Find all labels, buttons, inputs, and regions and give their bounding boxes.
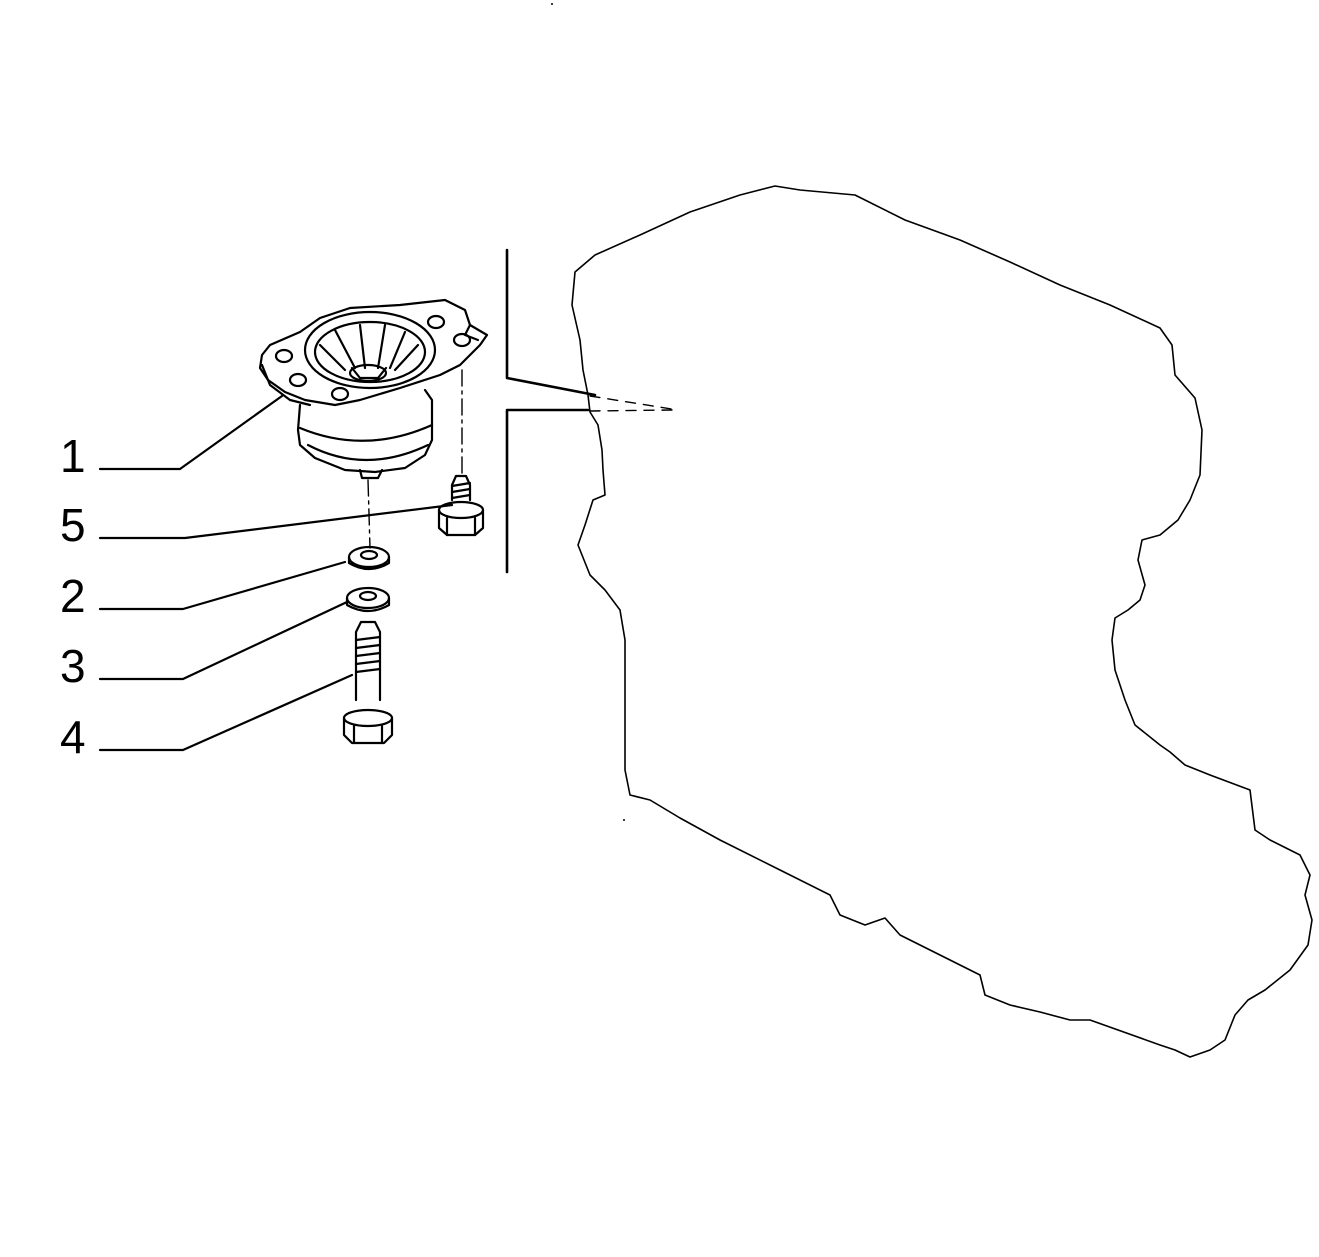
leader-3 (98, 600, 349, 681)
engine-mount (258, 298, 489, 480)
callout-4: 4 (60, 711, 86, 763)
mounting-projection-dashes (589, 395, 679, 412)
leader-1 (98, 394, 284, 471)
callout-5: 5 (60, 499, 86, 551)
callout-3: 3 (60, 640, 86, 692)
engine-block-outline (571, 185, 1313, 1058)
flange-bolt-small (437, 474, 485, 537)
callout-2: 2 (60, 570, 86, 622)
leader-4 (98, 673, 354, 752)
speck (551, 3, 553, 5)
leader-5 (98, 503, 454, 540)
leader-lines (98, 394, 454, 752)
speck (623, 819, 625, 821)
mount-bolt-long (342, 620, 394, 745)
washer-lower (345, 586, 391, 613)
leader-2 (98, 560, 347, 611)
washer-upper (347, 545, 391, 571)
assembly-axis-lines (367, 369, 463, 549)
mounting-bracket-indicator (505, 248, 597, 574)
callout-1: 1 (60, 430, 86, 482)
